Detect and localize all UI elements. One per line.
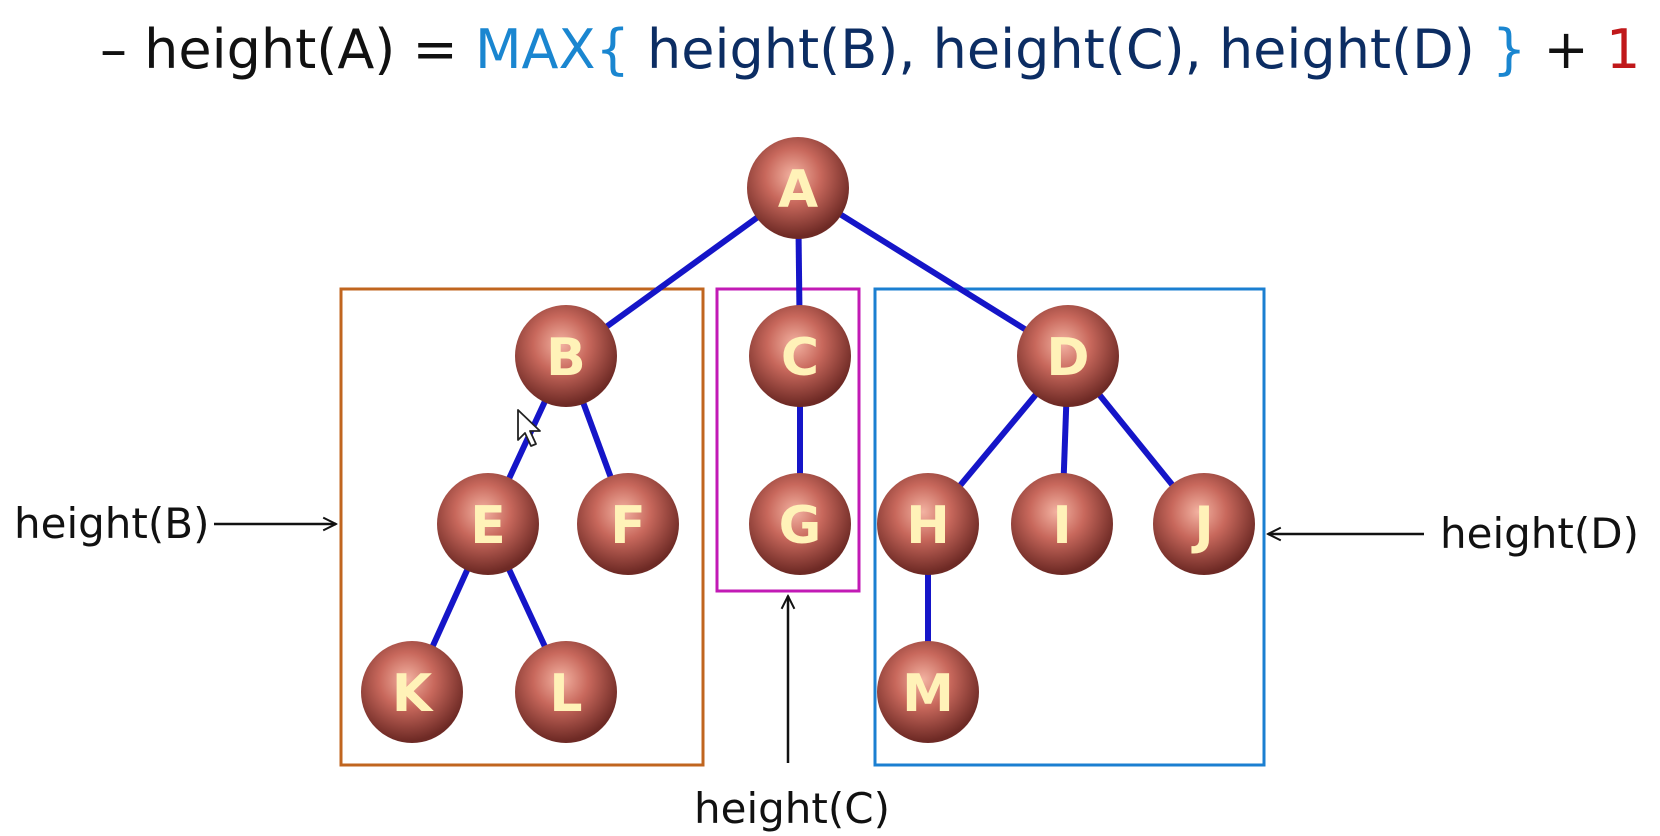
node-circle [577,473,679,575]
subtree-box-d [873,287,1266,767]
node-k: K [361,641,463,743]
node-circle [877,473,979,575]
node-b: B [515,305,617,407]
cursor-icon [517,409,541,447]
formula-lhs: height(A) = [144,18,458,81]
node-circle [1011,473,1113,575]
node-label: J [1191,496,1213,556]
node-circle [515,305,617,407]
node-label: A [778,160,818,220]
node-label: M [902,664,954,724]
node-l: L [515,641,617,743]
node-circle [1017,305,1119,407]
node-circle [877,641,979,743]
formula-one: 1 [1605,18,1641,81]
node-circle [747,137,849,239]
node-circle [437,473,539,575]
formula-max-close: } [1491,18,1527,81]
node-label: H [906,496,950,556]
formula: – height(A) = MAX{ height(B), height(C),… [100,18,1640,81]
node-circle [749,305,851,407]
node-circle [1153,473,1255,575]
bullet-dash: – [100,18,127,81]
node-j: J [1153,473,1255,575]
subtree-box-b [339,287,705,767]
node-circle [361,641,463,743]
node-i: I [1011,473,1113,575]
node-m: M [877,641,979,743]
node-label: D [1046,328,1089,388]
label-height-d: height(D) [1440,509,1639,558]
node-g: G [749,473,851,575]
node-label: F [610,496,646,556]
formula-max-open: MAX{ [474,18,630,81]
formula-args: height(B), height(C), height(D) [647,18,1475,81]
node-c: C [749,305,851,407]
node-d: D [1017,305,1119,407]
node-label: G [779,496,822,556]
formula-plus: + [1543,18,1589,81]
edge-a-d [796,185,1070,359]
node-h: H [877,473,979,575]
subtree-box-c [715,287,861,593]
node-circle [515,641,617,743]
node-circle [749,473,851,575]
node-group: A B C D E F G H I J K L M [361,137,1255,743]
node-label: L [549,664,582,724]
node-label: K [392,664,434,724]
node-f: F [577,473,679,575]
node-label: C [781,328,819,388]
node-a: A [747,137,849,239]
label-height-b: height(B) [14,499,209,548]
label-height-c: height(C) [694,784,890,833]
node-label: E [470,496,506,556]
node-e: E [437,473,539,575]
node-label: B [546,328,586,388]
node-label: I [1052,496,1071,556]
